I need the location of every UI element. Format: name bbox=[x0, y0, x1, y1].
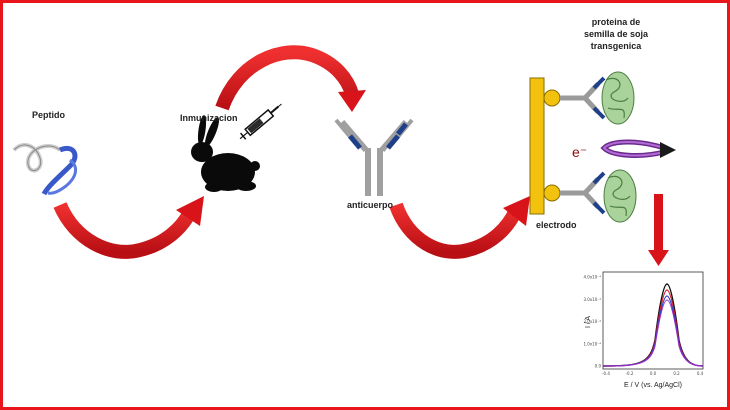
voltammogram-chart: 4.0x10⁻⁴ 3.0x10⁻⁴ 2.0x10⁻⁴ 1.0x10⁻⁴ 0.0 -0.4… bbox=[583, 271, 704, 389]
arrow-electrode-to-voltammogram bbox=[648, 194, 669, 266]
protein-label-line-2: semilla de soja bbox=[583, 29, 649, 39]
electrode-bar bbox=[529, 77, 545, 215]
electrode-label: electrodo bbox=[536, 220, 577, 230]
electron-label: e⁻ bbox=[572, 144, 587, 160]
arrow-rabbit-to-antibody bbox=[215, 45, 366, 112]
immobilized-antibody-lower bbox=[543, 171, 606, 215]
voltammogram-ytick: 0.0 bbox=[595, 364, 602, 369]
rabbit-icon bbox=[191, 115, 260, 192]
voltammogram-ytick: 1.0x10⁻⁴ bbox=[583, 341, 601, 346]
voltammogram-xtick: -0.4 bbox=[602, 371, 610, 376]
voltammogram-trace-purple bbox=[602, 299, 704, 367]
peptide-label: Peptido bbox=[32, 110, 65, 120]
immunization-label: Inmunizacion bbox=[180, 113, 238, 123]
voltammogram-xtick: -0.2 bbox=[626, 371, 634, 376]
voltammogram-xtick: 0.0 bbox=[650, 371, 657, 376]
voltammogram-xtick: 0.2 bbox=[673, 371, 680, 376]
antibody-label: anticuerpo bbox=[347, 200, 394, 210]
voltammogram-xlabel: E / V (vs. Ag/AgCl) bbox=[624, 382, 682, 389]
arrow-antibody-to-electrode bbox=[389, 196, 530, 259]
protein-icon bbox=[601, 71, 637, 223]
voltammogram-ytick: 2.0x10⁻⁴ bbox=[583, 319, 601, 324]
protein-label: proteina de semilla de soja transgenica bbox=[575, 16, 657, 52]
arrow-peptide-to-rabbit bbox=[53, 196, 204, 259]
immobilized-antibody-upper bbox=[543, 76, 606, 120]
electron-transfer-arrow bbox=[600, 139, 676, 158]
protein-label-line-3: transgenica bbox=[590, 41, 642, 51]
voltammogram-ytick: 4.0x10⁻⁴ bbox=[583, 275, 601, 280]
voltammogram-xtick: 0.4 bbox=[697, 371, 704, 376]
antibody-icon bbox=[334, 118, 414, 196]
voltammogram-ytick: 3.0x10⁻⁴ bbox=[583, 297, 601, 302]
peptide-ribbon-icon bbox=[12, 142, 78, 196]
voltammogram-ylabel: I / A bbox=[585, 316, 592, 328]
protein-label-line-1: proteina de bbox=[591, 17, 641, 27]
syringe-icon bbox=[239, 103, 282, 140]
